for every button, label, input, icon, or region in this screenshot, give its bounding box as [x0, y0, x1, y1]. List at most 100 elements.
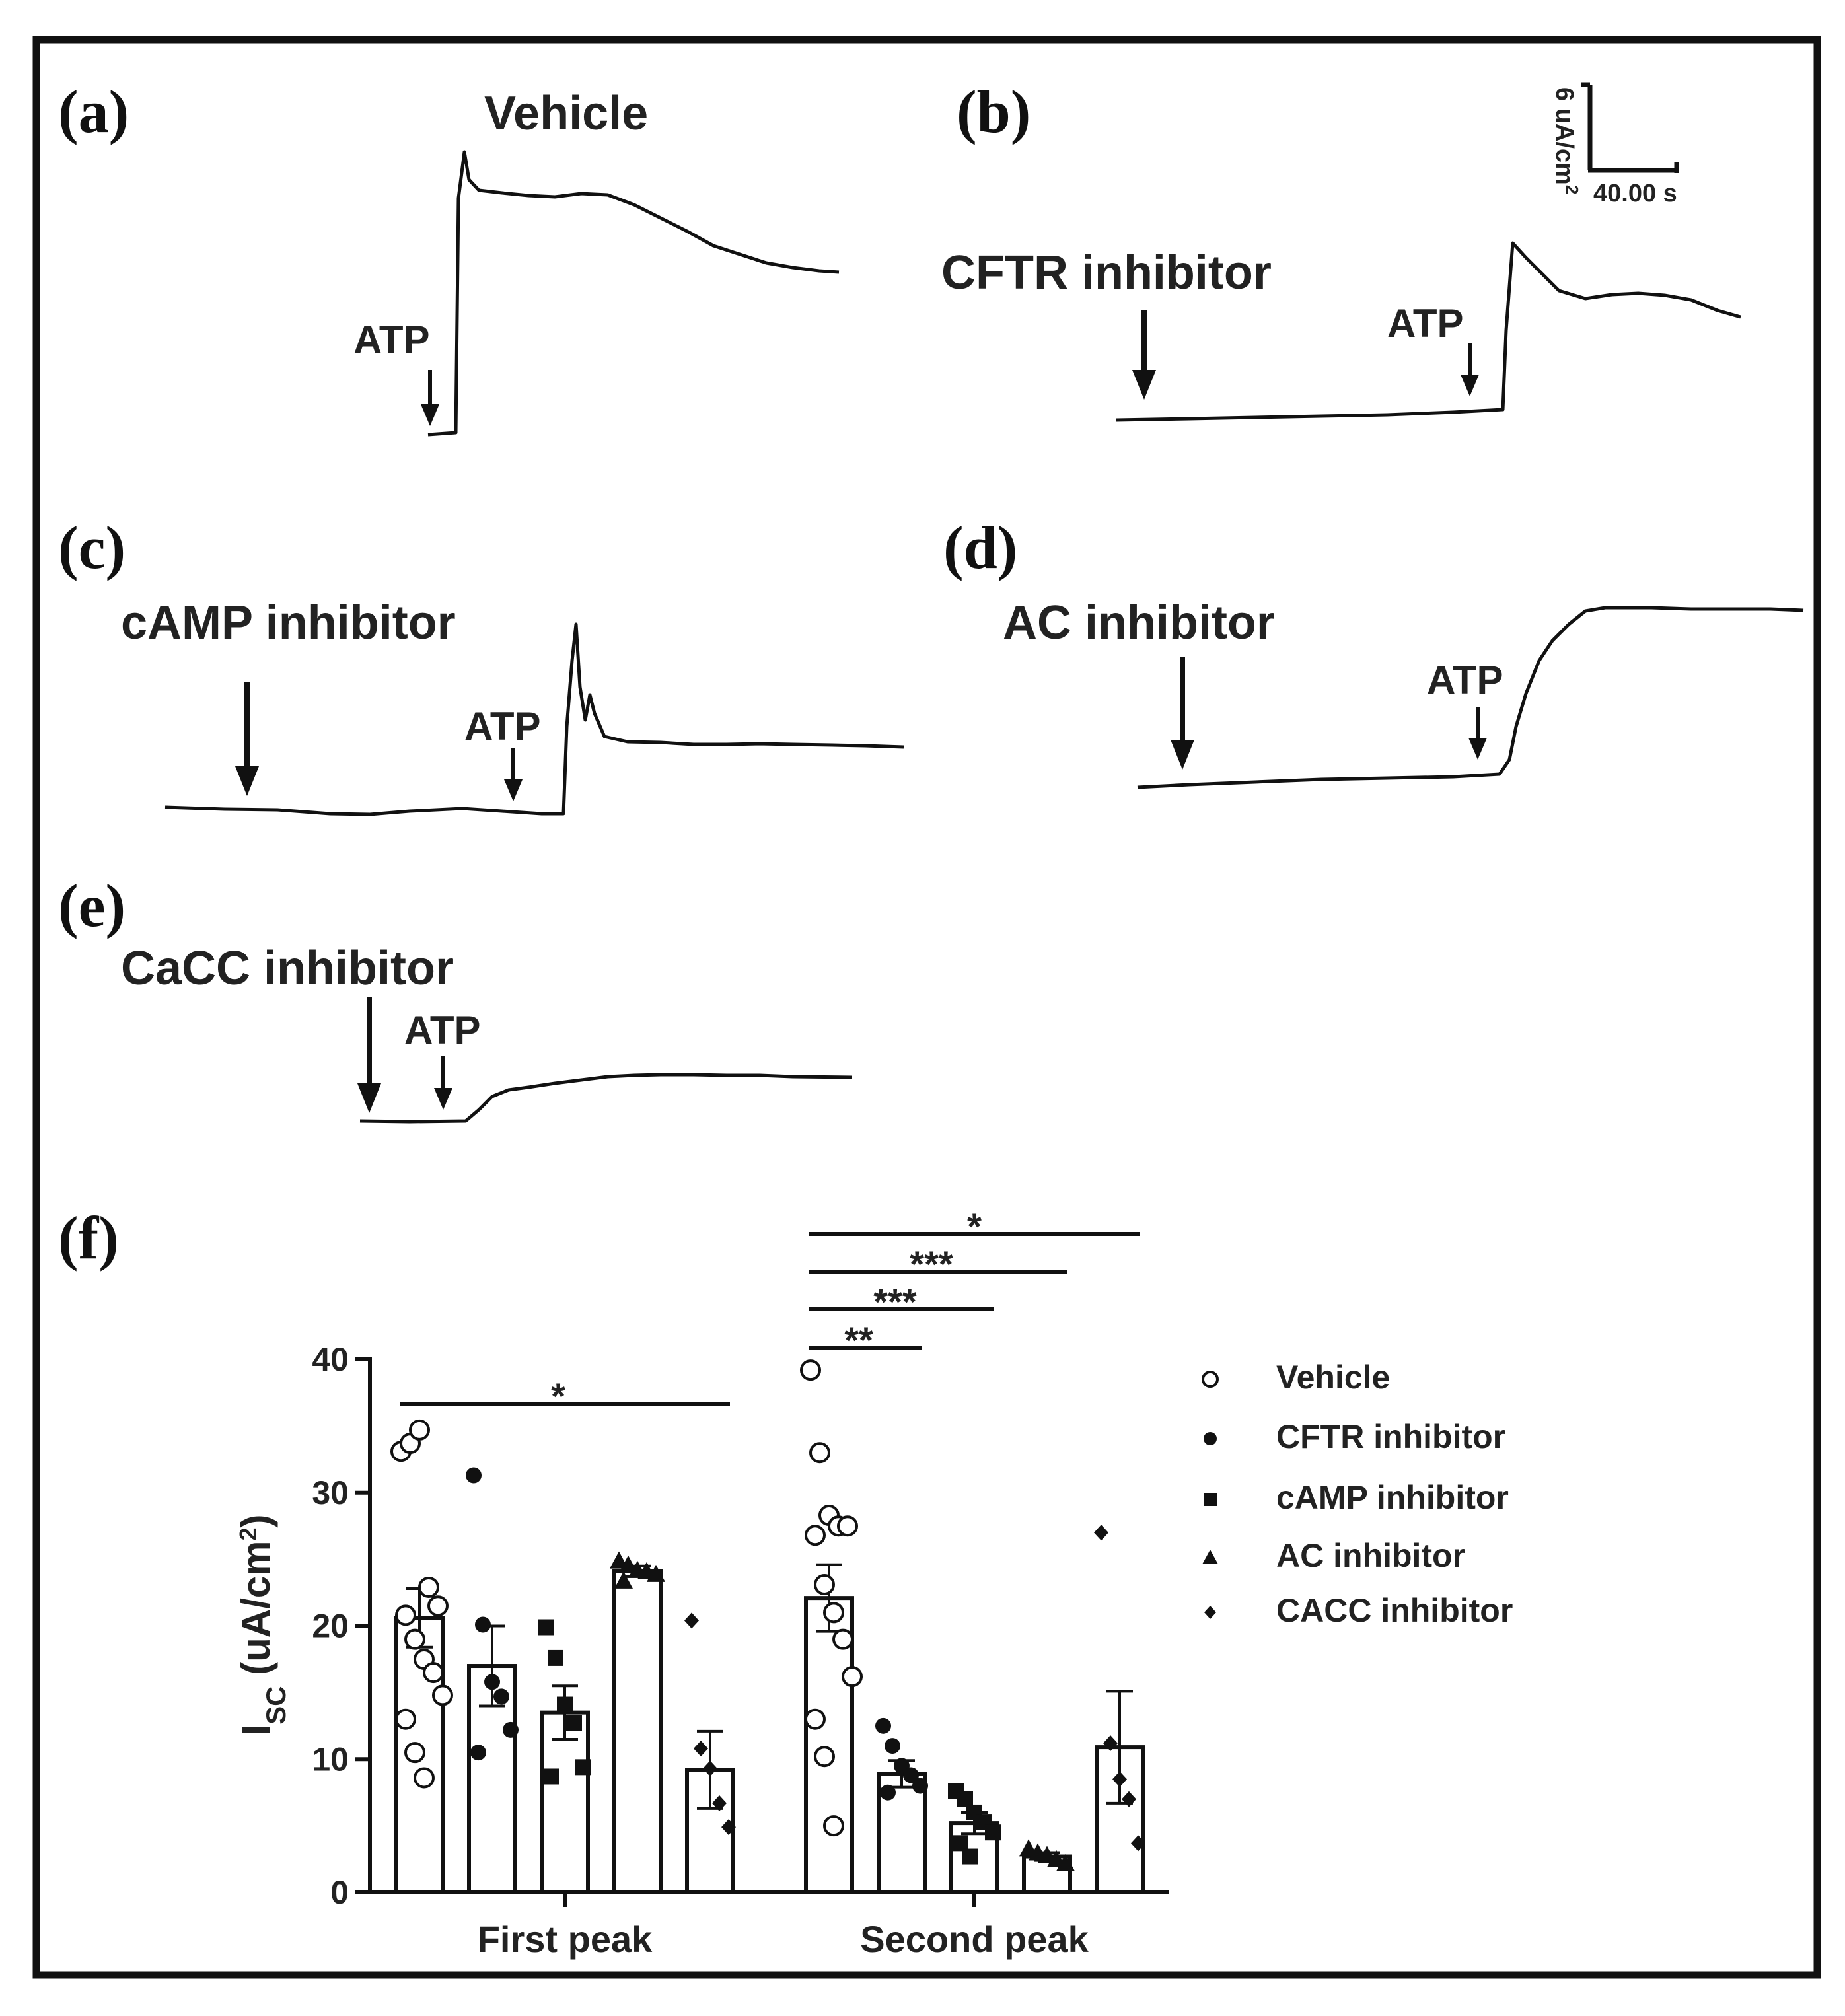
data-point: [395, 1708, 416, 1730]
data-point: [885, 1738, 900, 1754]
panel-a-trace: [427, 150, 840, 437]
data-point: [470, 1745, 486, 1761]
data-point: [694, 1741, 708, 1757]
data-point: [575, 1759, 591, 1776]
data-point: [557, 1696, 573, 1713]
x-categories: First peak Second peak: [478, 1892, 1089, 1960]
scale-bar: 6 uA/cm2 40.00 s: [1550, 82, 1679, 207]
panel-b-title: CFTR inhibitor: [941, 246, 1272, 299]
significance-label: ***: [873, 1281, 917, 1322]
panel-e-atp-arrow: [434, 1056, 452, 1110]
significance-bracket: ***: [809, 1281, 994, 1322]
panel-e-label: (e): [58, 872, 126, 939]
data-point: [484, 1674, 500, 1690]
data-point: [814, 1573, 835, 1595]
data-points: [390, 1359, 1145, 1871]
legend-label: CFTR inhibitor: [1276, 1418, 1505, 1455]
legend-item: cAMP inhibitor: [1204, 1479, 1509, 1516]
data-point: [962, 1848, 978, 1865]
data-point: [1094, 1525, 1108, 1541]
data-point: [684, 1612, 699, 1629]
legend-item: CACC inhibitor: [1204, 1592, 1513, 1629]
data-point: [800, 1359, 821, 1381]
data-point: [418, 1576, 439, 1598]
x-category-label: Second peak: [860, 1918, 1089, 1960]
data-point: [805, 1525, 826, 1546]
panel-c-atp-arrow: [504, 748, 523, 801]
panel-e-atp-label: ATP: [404, 1008, 481, 1052]
data-point: [543, 1768, 559, 1785]
panel-d-title: AC inhibitor: [1003, 596, 1275, 649]
data-point: [912, 1778, 928, 1794]
significance-label: *: [551, 1375, 565, 1417]
panel-d-label: (d): [943, 514, 1017, 581]
panel-d-atp-arrow: [1468, 707, 1487, 760]
legend-marker: [1204, 1606, 1216, 1619]
data-point: [1131, 1835, 1145, 1852]
data-point: [414, 1767, 435, 1789]
data-point: [409, 1419, 430, 1441]
legend-label: Vehicle: [1276, 1359, 1390, 1396]
significance-bracket: *: [400, 1375, 730, 1417]
y-tick-label: 10: [312, 1741, 349, 1778]
data-point: [805, 1708, 826, 1730]
y-tick-label: 20: [312, 1608, 349, 1645]
data-point: [475, 1616, 491, 1633]
panel-e: (e) CaCC inhibitor ATP: [58, 872, 853, 1124]
legend-item: CFTR inhibitor: [1204, 1418, 1505, 1455]
panel-f-label: (f): [58, 1204, 119, 1272]
data-point: [404, 1628, 425, 1650]
y-tick-label: 30: [312, 1474, 349, 1511]
y-tick-label: 0: [330, 1874, 349, 1911]
panel-b-label: (b): [957, 78, 1031, 145]
data-point: [503, 1721, 519, 1738]
legend-item: Vehicle: [1202, 1359, 1390, 1396]
data-point: [823, 1815, 844, 1837]
data-point: [548, 1649, 563, 1666]
panel-c-trace: [164, 622, 904, 816]
data-point: [880, 1784, 896, 1801]
data-point: [647, 1564, 665, 1582]
data-point: [832, 1628, 853, 1650]
data-point: [837, 1515, 858, 1537]
legend-marker: [1202, 1371, 1219, 1388]
panel-b-atp-arrow: [1461, 343, 1479, 396]
scale-bar-horizontal-label: 40.00 s: [1593, 180, 1677, 207]
data-point: [423, 1662, 444, 1684]
panel-a-atp-arrow: [421, 370, 439, 426]
data-point: [466, 1467, 482, 1484]
significance-label: ***: [910, 1243, 953, 1285]
panel-e-title: CaCC inhibitor: [121, 942, 454, 995]
y-tick-label: 40: [312, 1341, 349, 1378]
figure-border: [32, 36, 1821, 1979]
data-point: [404, 1742, 425, 1764]
data-point: [427, 1595, 449, 1617]
x-category-label: First peak: [478, 1918, 653, 1960]
data-point: [1112, 1771, 1127, 1787]
panel-c-title: cAMP inhibitor: [121, 596, 456, 649]
legend-marker: [1202, 1550, 1218, 1564]
data-point: [953, 1835, 968, 1852]
data-point: [875, 1717, 891, 1734]
significance-brackets: **********: [400, 1206, 1140, 1417]
y-axis-label: ISC (uA/cm2): [234, 1514, 291, 1735]
data-point: [703, 1760, 717, 1777]
panel-a-atp-label: ATP: [353, 318, 430, 362]
significance-bracket: **: [809, 1319, 922, 1361]
panel-a: (a) Vehicle ATP: [58, 78, 840, 437]
data-point: [395, 1604, 416, 1626]
panel-d: (d) AC inhibitor ATP: [943, 514, 1804, 789]
panel-b-trace: [1116, 241, 1741, 422]
data-point: [814, 1746, 835, 1768]
panel-c-label: (c): [58, 514, 126, 581]
panel-a-title: Vehicle: [484, 87, 648, 140]
scale-bar-vertical-label: 6 uA/cm2: [1550, 87, 1582, 194]
panel-e-inhibitor-arrow: [357, 997, 381, 1113]
legend-label: cAMP inhibitor: [1276, 1479, 1509, 1516]
panel-a-label: (a): [58, 78, 129, 145]
data-point: [957, 1791, 973, 1807]
legend-marker: [1204, 1432, 1217, 1445]
